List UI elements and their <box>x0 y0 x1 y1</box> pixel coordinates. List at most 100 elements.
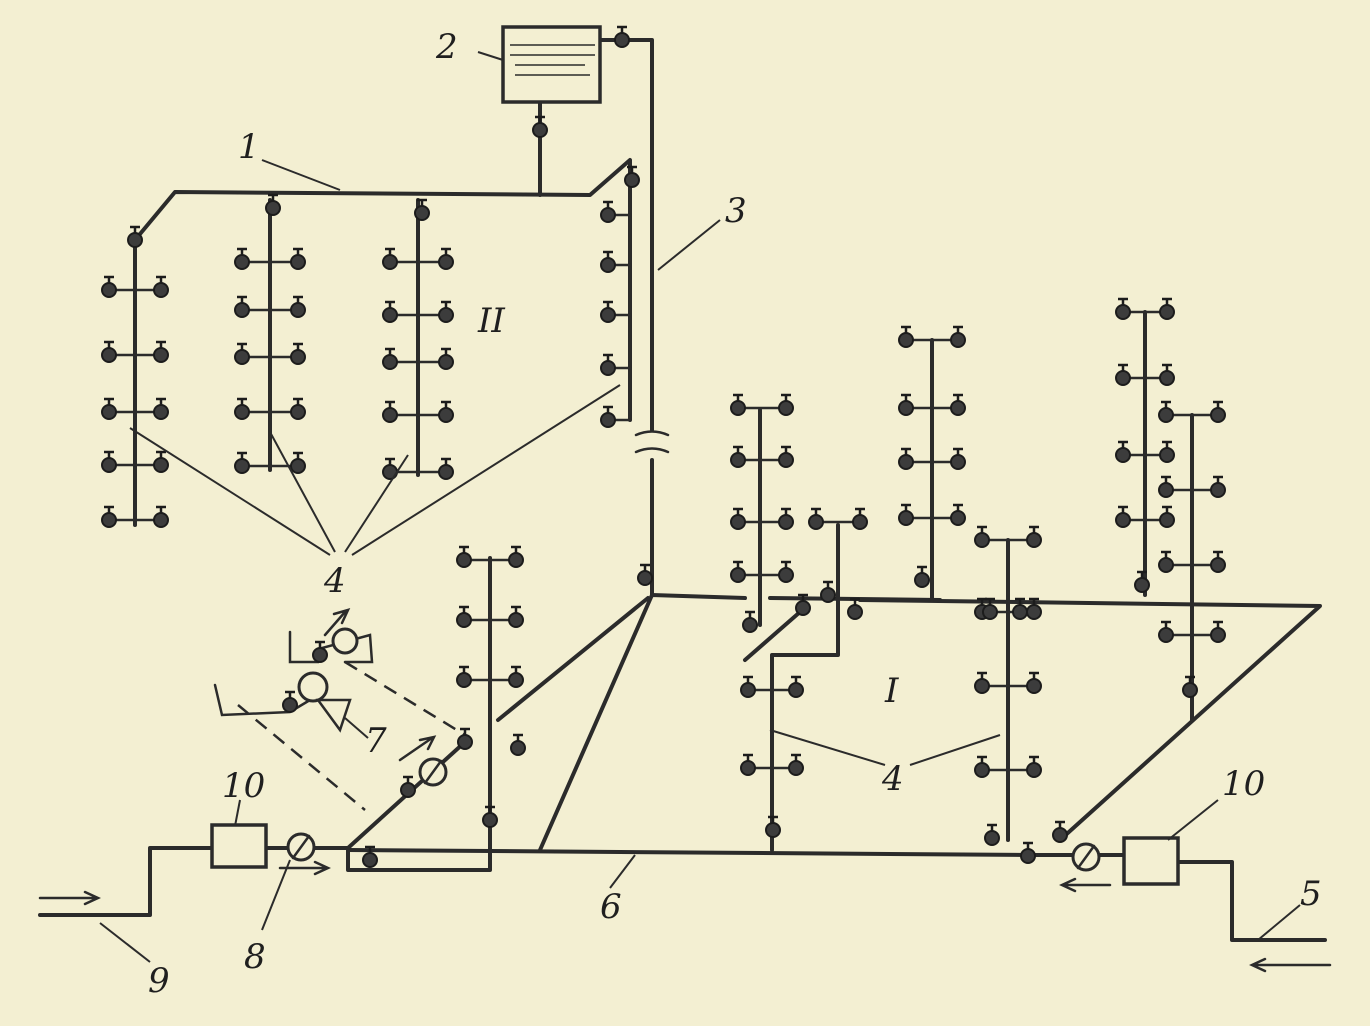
valve-icon <box>1158 400 1174 423</box>
meter-to-main-left <box>313 846 492 872</box>
main-line-6 <box>346 848 1032 857</box>
valve-icon <box>982 597 998 620</box>
valve-icon <box>1158 475 1174 498</box>
valve-icon <box>974 525 990 548</box>
valve-icon <box>290 451 306 474</box>
valve-icon <box>1026 525 1042 548</box>
valve-icon <box>438 247 454 270</box>
valve-icon <box>382 400 398 423</box>
network-top-right <box>858 598 1322 842</box>
valve-icon <box>456 545 472 568</box>
valve-icon <box>101 450 117 473</box>
pipe-network <box>38 38 1327 942</box>
valve-icon <box>788 675 804 698</box>
valve-icon <box>1115 297 1131 320</box>
valve-icon <box>974 755 990 778</box>
label-pump: 7 <box>365 721 387 761</box>
valve-icon <box>1020 841 1036 864</box>
pipe-break-mark <box>634 430 670 454</box>
valve-icon <box>974 671 990 694</box>
valve-icon <box>101 340 117 363</box>
label-meter-box-right: 10 <box>1222 764 1265 804</box>
label-meter: 8 <box>244 937 266 977</box>
label-meter-box-left: 10 <box>222 766 265 806</box>
valve-icon <box>234 342 250 365</box>
valve-icon <box>438 347 454 370</box>
valve-icon <box>127 225 143 248</box>
valve-icon <box>778 445 794 468</box>
valve-icon <box>1182 675 1198 698</box>
valve-icon <box>508 665 524 688</box>
pump-dashed-2 <box>344 660 471 740</box>
valve-icon <box>1012 597 1028 620</box>
valve-icon <box>153 275 169 298</box>
label-upper-main: 1 <box>238 127 260 167</box>
pump-icon <box>297 627 359 733</box>
valve-icon <box>1210 475 1226 498</box>
valve-icon <box>456 665 472 688</box>
valve-icon <box>438 400 454 423</box>
valve-icon <box>1210 400 1226 423</box>
label-fixtures-lower: 4 <box>881 759 904 799</box>
label-riser-supply: 3 <box>725 191 747 231</box>
label-zone-upper: II <box>477 301 505 341</box>
valve-icon <box>984 823 1000 846</box>
network-upper-link <box>496 596 650 722</box>
valve-icon <box>508 605 524 628</box>
valve-icon <box>730 507 746 530</box>
meter-box-right <box>1122 836 1180 886</box>
valve-icon <box>820 580 836 603</box>
pump-discharge <box>288 630 374 664</box>
valve-icon <box>153 450 169 473</box>
valve-icon <box>1159 440 1175 463</box>
valve-icon <box>742 610 758 633</box>
valve-icon <box>101 397 117 420</box>
valve-icon <box>1115 440 1131 463</box>
meter-box-left <box>210 823 268 869</box>
flow-arrow-icon <box>38 608 1332 973</box>
network-diag-short <box>743 610 802 662</box>
valve-icon <box>1026 671 1042 694</box>
valve-icon <box>101 275 117 298</box>
valve-icon <box>730 445 746 468</box>
valve-icon <box>282 690 298 713</box>
valve-icon <box>730 393 746 416</box>
valve-icon <box>234 451 250 474</box>
valve-icon <box>1115 363 1131 386</box>
water-meter-icon <box>418 757 448 787</box>
valve-icon <box>1159 505 1175 528</box>
valve-icon <box>624 165 640 188</box>
valve-icon <box>740 753 756 776</box>
valve-icon <box>362 845 378 868</box>
valve-icon <box>778 507 794 530</box>
valve-icon <box>234 247 250 270</box>
water-tank-icon <box>501 25 602 104</box>
valve-icon <box>950 503 966 526</box>
valve-group <box>101 25 1226 868</box>
pump-dashed-1 <box>237 704 366 811</box>
upper-zone-header <box>133 158 632 422</box>
valve-icon <box>808 507 824 530</box>
valve-icon <box>234 397 250 420</box>
valve-icon <box>740 675 756 698</box>
valve-icon <box>153 397 169 420</box>
valve-icon <box>847 597 863 620</box>
valve-icon <box>265 193 281 216</box>
valve-icon <box>438 300 454 323</box>
valve-icon <box>778 560 794 583</box>
valve-icon <box>290 397 306 420</box>
valve-icon <box>898 503 914 526</box>
label-main-line: 6 <box>600 887 622 927</box>
valve-icon <box>1158 620 1174 643</box>
valve-icon <box>600 353 616 376</box>
valve-icon <box>382 300 398 323</box>
valve-icon <box>795 593 811 616</box>
valve-icon <box>778 393 794 416</box>
valve-icon <box>438 457 454 480</box>
valve-icon <box>898 325 914 348</box>
valve-icon <box>1052 820 1068 843</box>
valve-icon <box>382 247 398 270</box>
label-tank: 2 <box>435 27 458 67</box>
valve-icon <box>950 393 966 416</box>
